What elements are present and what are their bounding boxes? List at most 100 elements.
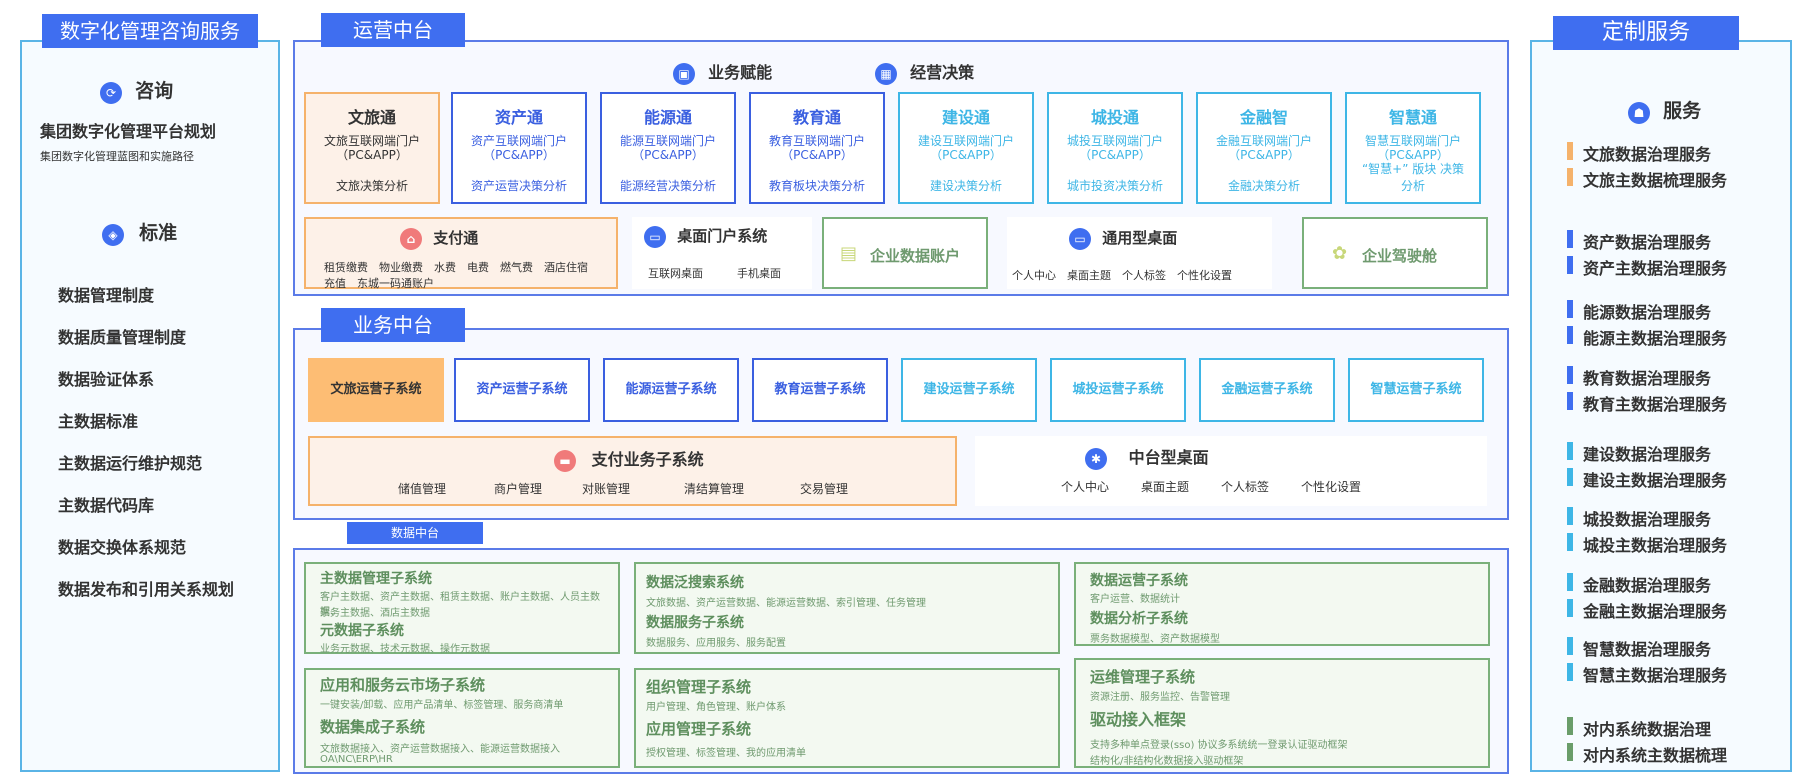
ops-card: 资产通资产互联网端门户 （PC&APP）资产运营决策分析	[451, 92, 587, 204]
pay-biz-item: 对账管理	[582, 482, 631, 496]
ops-top-decision: ▦ 经营决策	[875, 59, 974, 85]
standard-item: 主数据代码库	[58, 496, 155, 515]
ops-card: 智慧通智慧互联网端门户 （PC&APP）“智慧+” 版块 决策分析	[1345, 92, 1481, 204]
mid-desk-item: 个人标签	[1221, 480, 1270, 494]
search-box: 数据泛搜索系统 文旅数据、资产运营数据、能源运营数据、索引管理、任务管理 数据服…	[634, 562, 1060, 654]
service-bar	[1567, 366, 1573, 384]
service-item: 智慧主数据治理服务	[1567, 662, 1727, 686]
pay-biz-item: 储值管理	[398, 482, 447, 496]
ops-tag: 运营中台	[321, 13, 465, 47]
service-item: 城投主数据治理服务	[1567, 532, 1727, 556]
consult-main: 集团数字化管理平台规划	[40, 122, 217, 141]
service-item: 资产数据治理服务	[1567, 229, 1711, 253]
service-item: 文旅数据治理服务	[1567, 141, 1711, 165]
shield-icon: ◈	[102, 223, 124, 246]
biz-subsystem: 建设运营子系统	[901, 358, 1037, 422]
left-header-tag: 数字化管理咨询服务	[42, 14, 258, 48]
mid-desk-item: 桌面主题	[1141, 480, 1190, 494]
service-bar	[1567, 573, 1573, 591]
right-panel	[1530, 40, 1792, 772]
service-item: 对内系统主数据梳理	[1567, 742, 1727, 766]
biz-subsystem: 文旅运营子系统	[308, 358, 444, 422]
consult-heading: ⟳ 咨询	[100, 76, 173, 104]
standard-item: 数据交换体系规范	[58, 538, 187, 557]
ops-top-enable: ▣ 业务赋能	[673, 59, 772, 85]
ops-card: 能源通能源互联网端门户 （PC&APP）能源经营决策分析	[600, 92, 736, 204]
service-bar	[1567, 637, 1573, 655]
desk-b: 手机桌面	[737, 267, 781, 280]
service-bar	[1567, 442, 1573, 460]
network-icon: ✱	[1085, 447, 1107, 470]
standard-item: 数据验证体系	[58, 370, 155, 389]
standard-item: 数据质量管理制度	[58, 328, 187, 347]
pay-biz-card: ▬ 支付业务子系统 储值管理 商户管理 对账管理 清结算管理 交易管理	[308, 436, 957, 506]
biz-subsystem: 金融运营子系统	[1199, 358, 1335, 422]
master-data-box: 主数据管理子系统 客户主数据、资产主数据、租赁主数据、账户主数据、人员主数据、 …	[304, 562, 620, 655]
service-heading: ☗ 服务	[1628, 96, 1701, 124]
biz-subsystem: 城投运营子系统	[1050, 358, 1186, 422]
pay-biz-item: 交易管理	[800, 482, 849, 496]
org-box: 组织管理子系统 用户管理、角色管理、账户体系 应用管理子系统 授权管理、标签管理…	[634, 668, 1060, 768]
service-bar	[1567, 599, 1573, 617]
monitor-icon: ▭	[644, 225, 666, 248]
service-bar	[1567, 663, 1573, 681]
service-item: 金融数据治理服务	[1567, 572, 1711, 596]
service-item: 教育主数据治理服务	[1567, 391, 1727, 415]
service-bar	[1567, 392, 1573, 410]
service-bar	[1567, 533, 1573, 551]
standard-item: 主数据运行维护规范	[58, 454, 203, 473]
user-icon: ☗	[1628, 101, 1650, 124]
service-item: 建设数据治理服务	[1567, 441, 1711, 465]
service-bar	[1567, 256, 1573, 274]
pay-card: ⌂ 支付通 租赁缴费 物业缴费 水费 电费 燃气费 酒店住宿 充值 东城一码通账…	[304, 217, 618, 290]
pay-biz-item: 商户管理	[494, 482, 543, 496]
service-item: 文旅主数据梳理服务	[1567, 167, 1727, 191]
briefcase-icon: ▣	[673, 62, 695, 85]
ops-card: 文旅通文旅互联网端门户 （PC&APP）文旅决策分析	[304, 92, 440, 204]
service-item: 对内系统数据治理	[1567, 716, 1711, 740]
service-item: 城投数据治理服务	[1567, 506, 1711, 530]
right-header-tag: 定制服务	[1553, 16, 1739, 50]
screen-icon: ▭	[1069, 227, 1091, 250]
pay-title: ⌂ 支付通	[400, 227, 478, 250]
acct-card: ▤ 企业数据账户	[822, 217, 988, 289]
service-item: 金融主数据治理服务	[1567, 598, 1727, 622]
cockpit-card: ✿ 企业驾驶舱	[1302, 217, 1488, 289]
service-bar	[1567, 300, 1573, 318]
service-bar	[1567, 743, 1573, 761]
pay-items: 租赁缴费 物业缴费 水费 电费 燃气费 酒店住宿	[324, 261, 588, 274]
biz-subsystem: 资产运营子系统	[454, 358, 590, 422]
service-item: 能源数据治理服务	[1567, 299, 1711, 323]
service-item: 建设主数据治理服务	[1567, 467, 1727, 491]
gauge-icon: ✿	[1332, 243, 1348, 264]
ops-card: 金融智金融互联网端门户 （PC&APP）金融决策分析	[1196, 92, 1332, 204]
service-bar	[1567, 468, 1573, 486]
standard-heading: ◈ 标准	[102, 218, 177, 246]
service-bar	[1567, 230, 1573, 248]
home-icon: ⌂	[400, 227, 422, 250]
chart-icon: ▦	[875, 62, 897, 85]
pay-biz-item: 清结算管理	[684, 482, 745, 496]
service-bar	[1567, 142, 1573, 160]
general-desk-items: 个人中心 桌面主题 个人标签 个性化设置	[1012, 269, 1232, 282]
ops-card: 建设通建设互联网端门户 （PC&APP）建设决策分析	[898, 92, 1034, 204]
service-item: 教育数据治理服务	[1567, 365, 1711, 389]
biz-subsystem: 智慧运营子系统	[1348, 358, 1484, 422]
service-item: 能源主数据治理服务	[1567, 325, 1727, 349]
biz-subsystem: 能源运营子系统	[603, 358, 739, 422]
mid-desk-item: 个性化设置	[1301, 480, 1362, 494]
standard-item: 数据管理制度	[58, 286, 155, 305]
mid-desk-card: ✱ 中台型桌面 个人中心 桌面主题 个人标签 个性化设置	[975, 436, 1487, 506]
ops-mgmt-box: 运维管理子系统 资源注册、服务监控、告警管理 驱动接入框架 支持多种单点登录(s…	[1074, 658, 1490, 768]
data-ops-box: 数据运营子系统 客户运营、数据统计 数据分析子系统 票务数据模型、资产数据模型	[1074, 562, 1490, 646]
biz-subsystem: 教育运营子系统	[752, 358, 888, 422]
service-item: 资产主数据治理服务	[1567, 255, 1727, 279]
service-bar	[1567, 168, 1573, 186]
service-bar	[1567, 507, 1573, 525]
ops-card: 教育通教育互联网端门户 （PC&APP）教育板块决策分析	[749, 92, 885, 204]
folder-icon: ▤	[840, 243, 858, 264]
service-bar	[1567, 717, 1573, 735]
ops-card: 城投通城投互联网端门户 （PC&APP）城市投资决策分析	[1047, 92, 1183, 204]
general-desk-card: ▭ 通用型桌面 个人中心 桌面主题 个人标签 个性化设置	[1007, 217, 1272, 289]
mid-desk-item: 个人中心	[1061, 480, 1110, 494]
